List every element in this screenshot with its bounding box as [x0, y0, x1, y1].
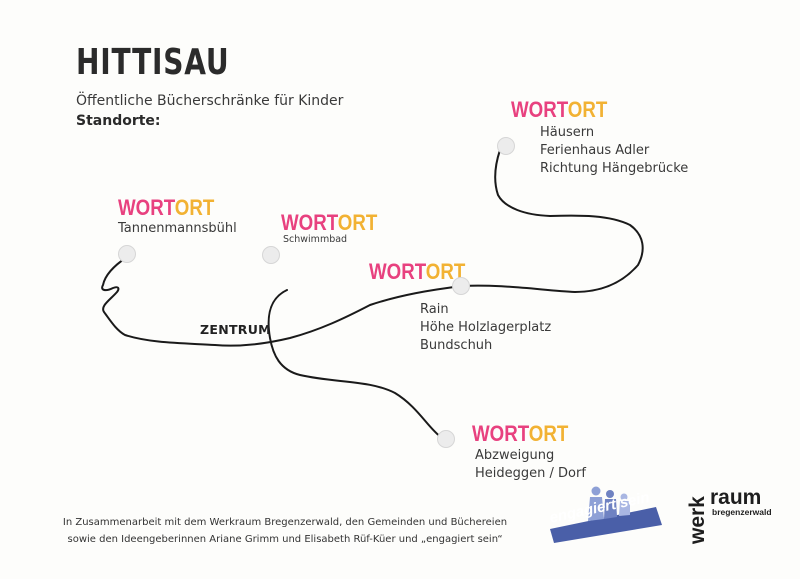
location-marker-abzweigung[interactable]	[437, 430, 455, 448]
werkraum-logo-sub: bregenzerwald	[712, 507, 772, 517]
route-main	[101, 149, 644, 347]
wortort-word-ort: ORT	[528, 421, 569, 446]
wortort-word-wort: WORT	[281, 210, 338, 235]
page-title: HITTISAU	[76, 42, 230, 83]
location-marker-tannenmannsbuehl[interactable]	[118, 245, 136, 263]
location-haeusern: Häusern Ferienhaus Adler Richtung Hängeb…	[540, 124, 688, 178]
wortort-logo-schwimmbad: WORTORT	[281, 210, 377, 236]
location-line: Häusern	[540, 125, 595, 140]
wortort-logo-tannenmannsbuehl: WORTORT	[118, 195, 214, 221]
location-line: Rain	[420, 302, 449, 317]
werkraum-logo: werk raum bregenzerwald	[686, 486, 776, 546]
route-south	[267, 289, 443, 439]
zentrum-label: ZENTRUM	[200, 322, 271, 337]
location-line: Abzweigung	[475, 448, 555, 463]
wortort-word-wort: WORT	[511, 97, 568, 122]
subtitle: Öffentliche Bücherschränke für Kinder	[76, 93, 344, 109]
location-marker-haeusern[interactable]	[497, 137, 515, 155]
location-line: Richtung Hängebrücke	[540, 161, 689, 176]
footer-credits: In Zusammenarbeit mit dem Werkraum Brege…	[30, 514, 540, 548]
location-abzweigung: Abzweigung Heideggen / Dorf	[475, 447, 586, 483]
footer-line-1: In Zusammenarbeit mit dem Werkraum Brege…	[62, 517, 508, 528]
location-line: Ferienhaus Adler	[540, 143, 650, 158]
wortort-logo-rain: WORTORT	[369, 259, 465, 285]
location-tannenmannsbuehl: Tannenmannsbühl	[118, 220, 237, 238]
location-line: Tannenmannsbühl	[118, 221, 237, 236]
wortort-word-wort: WORT	[118, 195, 175, 220]
werkraum-logo-werk: werk	[686, 496, 709, 544]
wortort-word-ort: ORT	[567, 97, 608, 122]
location-marker-rain[interactable]	[452, 277, 470, 295]
standorte-label: Standorte:	[76, 113, 161, 129]
engagiert-sein-figures-icon	[550, 486, 662, 543]
wortort-word-wort: WORT	[369, 259, 426, 284]
wortort-word-ort: ORT	[174, 195, 215, 220]
wortort-logo-haeusern: WORTORT	[511, 97, 607, 123]
werkraum-logo-raum: raum	[710, 486, 762, 509]
location-marker-schwimmbad[interactable]	[262, 246, 280, 264]
location-schwimmbad: Schwimmbad	[283, 234, 347, 246]
location-line: Schwimmbad	[283, 234, 348, 245]
engagiert-sein-logo: engagiert sein	[544, 485, 666, 545]
location-rain: Rain Höhe Holzlagerplatz Bundschuh	[420, 301, 551, 355]
location-line: Bundschuh	[420, 338, 493, 353]
wortort-word-ort: ORT	[337, 210, 378, 235]
wortort-word-wort: WORT	[472, 421, 529, 446]
location-line: Höhe Holzlagerplatz	[420, 320, 552, 335]
wortort-logo-abzweigung: WORTORT	[472, 421, 568, 447]
location-line: Heideggen / Dorf	[475, 466, 586, 481]
footer-line-2: sowie den Ideengeberinnen Ariane Grimm u…	[67, 534, 503, 545]
